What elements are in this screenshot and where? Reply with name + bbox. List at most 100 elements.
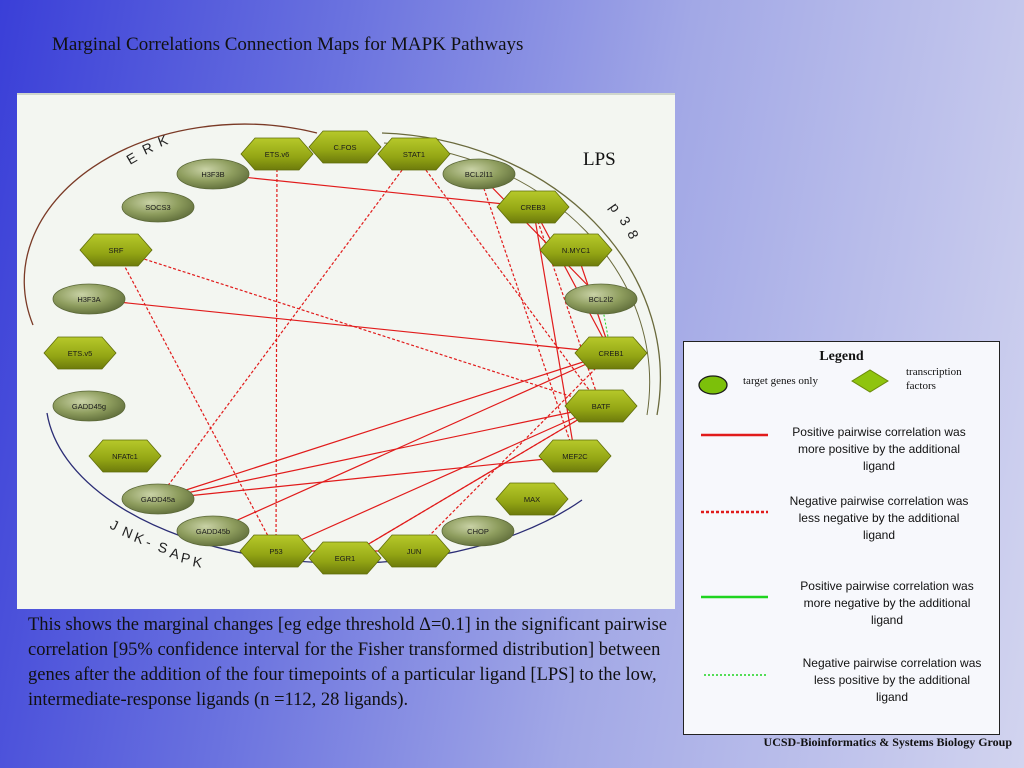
arc-letter: p [607, 200, 625, 216]
node-hexagon [564, 389, 638, 423]
edge-H3F3A-CREB1 [88, 298, 612, 354]
legend-box: Legend target genes only transcription f… [683, 341, 1000, 735]
node-label: EGR1 [335, 554, 355, 563]
legend-desc-green-dotted: Negative pairwise correlation was less p… [802, 656, 982, 704]
arc-letter: E [124, 149, 140, 168]
node-GADD45g: GADD45g [52, 390, 126, 422]
node-SOCS3: SOCS3 [121, 191, 195, 223]
ligand-label: LPS [583, 149, 616, 170]
legend-symbols [698, 369, 889, 676]
node-label: MEF2C [562, 452, 588, 461]
node-label: CHOP [467, 527, 489, 536]
node-label: GADD45g [72, 402, 106, 411]
edge-CREB3-BATF [532, 206, 602, 407]
transcription-factors-label: transcription factors [906, 366, 962, 392]
edge-BATF-GADD45a [157, 405, 602, 500]
node-label: MAX [524, 495, 540, 504]
node-label: CREB3 [520, 203, 545, 212]
node-ellipse [52, 283, 126, 315]
node-hexagon [308, 541, 382, 575]
node-label: BATF [592, 402, 611, 411]
node-label: GADD45b [196, 527, 230, 536]
legend-desc-green-solid: Positive pairwise correlation was more n… [800, 579, 974, 627]
edge-CREB3-MEF2C [532, 206, 576, 457]
transcription-factor-diamond-icon [851, 369, 889, 393]
node-BCL2l2: BCL2l2 [564, 283, 638, 315]
node-hexagon [43, 336, 117, 370]
node-hexagon [495, 482, 569, 516]
node-label: H3F3B [201, 170, 224, 179]
node-hexagon [377, 137, 451, 171]
arc-letter: 8 [624, 228, 642, 242]
edge-BATF-EGR1 [344, 405, 602, 559]
node-ellipse [121, 191, 195, 223]
node-label: ETS.v6 [265, 150, 290, 159]
node-label: ETS.v5 [68, 349, 93, 358]
p38-arc-inner [383, 142, 651, 416]
edge-SRF-P53 [115, 249, 277, 552]
node-BATF: BATF [564, 389, 638, 423]
node-hexagon [496, 190, 570, 224]
legend-desc-red-solid: Positive pairwise correlation was more p… [792, 425, 966, 473]
node-ellipse [176, 158, 250, 190]
node-label: N.MYC1 [562, 246, 590, 255]
node-label: BCL2l2 [589, 295, 614, 304]
node-C.FOS: C.FOS [308, 130, 382, 164]
node-hexagon [538, 439, 612, 473]
node-H3F3B: H3F3B [176, 158, 250, 190]
edge-BCL2l11-BCL2l2 [478, 173, 602, 300]
p38-arc [381, 132, 662, 416]
node-ETS.v6: ETS.v6 [240, 137, 314, 171]
arc-letter: R [140, 139, 156, 158]
node-P53: P53 [239, 534, 313, 568]
caption-text: This shows the marginal changes [eg edge… [28, 615, 668, 710]
node-hexagon [79, 233, 153, 267]
node-hexagon [377, 534, 451, 568]
edge-ETS.v6-P53 [275, 153, 278, 552]
node-ellipse [441, 515, 515, 547]
edge-CREB3-CREB1 [532, 206, 612, 354]
node-label: P53 [269, 547, 282, 556]
node-CREB1: CREB1 [574, 336, 648, 370]
edge-STAT1-GADD45a [157, 153, 415, 500]
node-ellipse [564, 283, 638, 315]
node-CREB3: CREB3 [496, 190, 570, 224]
edge-H3F3B-CREB3 [212, 173, 534, 208]
node-label: BCL2l11 [465, 170, 493, 179]
node-STAT1: STAT1 [377, 137, 451, 171]
edge-CREB1-GADD45a [157, 352, 612, 500]
node-label: C.FOS [334, 143, 357, 152]
footer-credit: UCSD-Bioinformatics & Systems Biology Gr… [763, 735, 1012, 749]
node-ellipse [176, 515, 250, 547]
node-SRF: SRF [79, 233, 153, 267]
node-label: SOCS3 [145, 203, 170, 212]
node-hexagon [308, 130, 382, 164]
edge-CREB1-GADD45b [212, 352, 612, 532]
node-NFATc1: NFATc1 [88, 439, 162, 473]
node-label: NFATc1 [112, 452, 138, 461]
page-title: Marginal Correlations Connection Maps fo… [52, 34, 524, 55]
arc-letter: - [144, 534, 154, 551]
target-gene-ellipse-icon [698, 375, 728, 395]
edge-JUN-CREB1 [413, 352, 612, 552]
node-hexagon [574, 336, 648, 370]
edge-BATF-P53 [275, 405, 602, 552]
node-CHOP: CHOP [441, 515, 515, 547]
erk-arc [23, 123, 318, 326]
node-EGR1: EGR1 [308, 541, 382, 575]
node-H3F3A: H3F3A [52, 283, 126, 315]
legend-desc-red-dotted: Negative pairwise correlation was less n… [789, 494, 969, 542]
node-ellipse [121, 483, 195, 515]
node-JUN: JUN [377, 534, 451, 568]
edge-SRF-BATF [115, 249, 602, 407]
target-genes-label: target genes only [743, 375, 818, 387]
edge-STAT1-BATF [413, 153, 602, 407]
node-GADD45a: GADD45a [121, 483, 195, 515]
node-label: GADD45a [141, 495, 176, 504]
node-ellipse [52, 390, 126, 422]
p38-label: p38 [607, 200, 643, 242]
